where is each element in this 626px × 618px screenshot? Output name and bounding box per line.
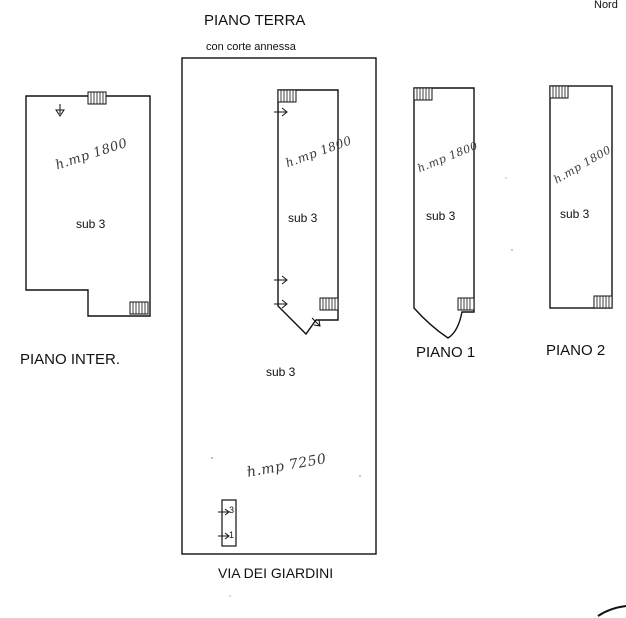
entry-marker-lower: 1 <box>229 530 235 540</box>
floor-label-intermediate: PIANO INTER. <box>20 351 121 368</box>
entry-arrow-icon <box>274 299 288 309</box>
page-subtitle: con corte annessa <box>206 41 296 53</box>
piano-1-outline <box>413 87 475 339</box>
stairs-icon <box>593 295 613 309</box>
piano-2-outline <box>549 85 613 309</box>
unit-label: sub 3 <box>426 209 456 223</box>
unit-label: sub 3 <box>266 365 296 379</box>
north-label: Nord <box>594 0 618 11</box>
down-arrow-icon <box>55 104 65 117</box>
street-label: VIA DEI GIARDINI <box>218 565 334 581</box>
entrance-box <box>221 499 237 547</box>
entry-arrow-icon <box>311 317 321 327</box>
ground-building-outline <box>277 89 339 336</box>
stairs-icon <box>457 297 475 311</box>
stairs-icon <box>413 87 433 101</box>
stairs-icon <box>277 89 297 103</box>
courtyard-lot-outline <box>181 57 377 555</box>
entry-marker-upper: 3 <box>229 505 235 515</box>
north-arrow-icon <box>597 605 626 617</box>
stairs-icon <box>129 301 149 315</box>
floor-label-2: PIANO 2 <box>546 342 606 359</box>
entry-arrow-icon <box>274 275 288 285</box>
unit-label: sub 3 <box>76 217 106 231</box>
floor-label-1: PIANO 1 <box>416 344 476 361</box>
entry-arrow-icon <box>274 107 288 117</box>
scan-noise <box>211 177 513 597</box>
stairs-icon <box>549 85 569 99</box>
unit-label: sub 3 <box>560 207 590 221</box>
page-title: PIANO TERRA <box>204 12 306 29</box>
entry-arrow-icon <box>218 532 230 540</box>
entry-arrow-icon <box>218 508 230 516</box>
unit-label: sub 3 <box>288 211 318 225</box>
piano-inter-outline <box>25 95 151 317</box>
stairs-icon <box>319 297 339 311</box>
stairs-icon <box>87 91 107 105</box>
